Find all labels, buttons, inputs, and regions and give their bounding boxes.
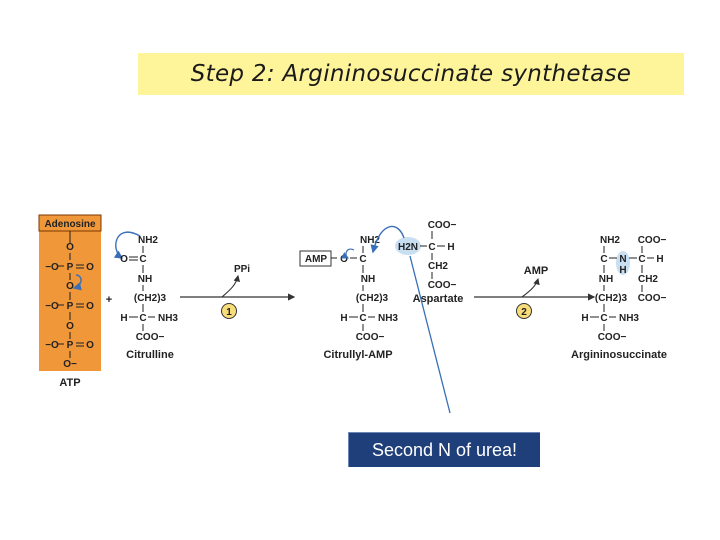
argininosuccinate-nh3: NH3 (619, 313, 639, 324)
amp-release-arrow (521, 277, 540, 298)
atp-p2: P (67, 301, 74, 312)
citrullyl-amp-nh: NH (361, 274, 375, 285)
argininosuccinate-label: Argininosuccinate (571, 349, 667, 361)
callout-box: Second N of urea! (348, 432, 540, 467)
citrullyl-amp-c-alpha: C (359, 313, 366, 324)
argininosuccinate-n-highlight (616, 251, 630, 275)
aspartate-c: C (428, 242, 435, 253)
citrullyl-amp-o: O (340, 254, 348, 265)
citrulline-nh: NH (138, 274, 152, 285)
citrullyl-amp-h: H (340, 313, 347, 324)
step-1-badge (221, 303, 237, 319)
aspartate-coo-top: COO− (428, 220, 457, 231)
aspartate-h: H (447, 242, 454, 253)
argininosuccinate-h-alpha: H (581, 313, 588, 324)
argininosuccinate-h: H (656, 254, 663, 265)
step-1-number: 1 (226, 307, 232, 318)
callout-text: Second N of urea! (371, 439, 518, 460)
argininosuccinate-coo-top: COO− (638, 235, 667, 246)
adenosine-label: Adenosine (44, 219, 96, 230)
slide-title: Step 2: Argininosuccinate synthetase (190, 61, 632, 87)
atp-electron-arrow (72, 274, 82, 291)
argininosuccinate-n-h: H (619, 265, 626, 276)
amp-label: AMP (524, 265, 548, 277)
citrullyl-amp-amp: AMP (305, 254, 328, 265)
citrullyl-electron-arrow (341, 248, 355, 259)
atp-label: ATP (59, 377, 80, 389)
aspartate-amine-highlight (395, 237, 421, 255)
argininosuccinate-ch2-3: (CH2)3 (595, 293, 628, 304)
title-banner: Step 2: Argininosuccinate synthetase (138, 53, 684, 95)
argininosuccinate-coo: COO− (598, 332, 627, 343)
argininosuccinate-c: C (600, 254, 607, 265)
citrulline-c: C (139, 254, 146, 265)
citrullyl-amp-ch2-3: (CH2)3 (356, 293, 389, 304)
argininosuccinate-coo-right: COO− (638, 293, 667, 304)
ppi-label: PPi (234, 264, 250, 275)
step-2-number: 2 (521, 307, 527, 318)
aspartate-label: Aspartate (413, 293, 464, 305)
argininosuccinate-ch2: CH2 (638, 274, 658, 285)
atp-o3: O (66, 321, 74, 332)
citrulline-nh2: NH2 (138, 235, 158, 246)
atp-o4-terminal: O− (63, 359, 77, 370)
citrulline-ch2-3: (CH2)3 (134, 293, 167, 304)
aspartate-h2n: H2N (398, 242, 418, 253)
callout-pointer-line (409, 255, 451, 414)
citrulline-o: O (120, 254, 128, 265)
atp-p1: P (67, 262, 74, 273)
ppi-release-arrow (221, 274, 241, 298)
citrullyl-amp-c: C (359, 254, 366, 265)
atp-p3-o-right: O (86, 340, 94, 351)
atp-p1-ominus-left: −O (45, 262, 59, 273)
aspartate-attack-arrow (370, 225, 405, 254)
argininosuccinate-n: N (619, 254, 626, 265)
plus-sign-1: + (106, 294, 112, 306)
citrullyl-amp-label: Citrullyl-AMP (323, 349, 392, 361)
atp-p2-o-right: O (86, 301, 94, 312)
atp-p2-ominus-left: −O (45, 301, 59, 312)
citrullyl-amp-coo: COO− (356, 332, 385, 343)
argininosuccinate-c-alpha: C (600, 313, 607, 324)
atp-p3: P (67, 340, 74, 351)
citrullyl-amp-nh2: NH2 (360, 235, 380, 246)
argininosuccinate-c-right: C (638, 254, 645, 265)
argininosuccinate-nh2: NH2 (600, 235, 620, 246)
atp-o1: O (66, 242, 74, 253)
citrullyl-amp-nh3: NH3 (378, 313, 398, 324)
aspartate-ch2: CH2 (428, 261, 448, 272)
citrulline-nh3: NH3 (158, 313, 178, 324)
citrulline-coo: COO− (136, 332, 165, 343)
argininosuccinate-nh: NH (599, 274, 613, 285)
atp-p1-o-right: O (86, 262, 94, 273)
aspartate-coo-bottom: COO− (428, 280, 457, 291)
citrulline-c-alpha: C (139, 313, 146, 324)
atp-p3-ominus-left: −O (45, 340, 59, 351)
step-2-badge (516, 303, 532, 319)
citrulline-label: Citrulline (126, 349, 174, 361)
citrulline-h: H (120, 313, 127, 324)
atp-o2: O (66, 281, 74, 292)
citrulline-electron-arrow (113, 231, 141, 259)
